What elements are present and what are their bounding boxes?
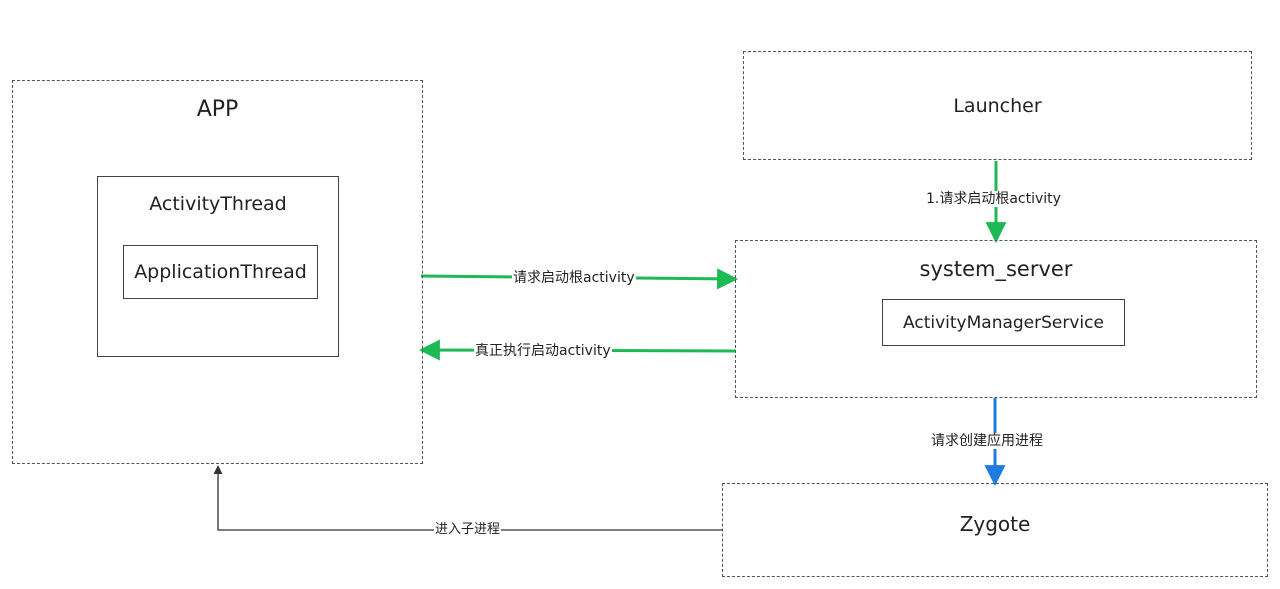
ams-label: ActivityManagerService (903, 312, 1104, 333)
launcher-node: Launcher (743, 51, 1252, 160)
app-node: APP (12, 80, 423, 464)
system-server-label: system_server (919, 257, 1073, 281)
activity-thread-node: ActivityThread (97, 176, 339, 357)
edge-zygote-to-app (213, 465, 722, 531)
application-thread-label: ApplicationThread (134, 261, 307, 283)
edge-label-server-to-app: 真正执行启动activity (474, 343, 612, 359)
application-thread-node: ApplicationThread (123, 245, 318, 299)
edge-label-app-to-server: 请求启动根activity (512, 270, 636, 286)
zygote-label: Zygote (959, 512, 1031, 536)
edge-label-server-to-zygote: 请求创建应用进程 (930, 433, 1044, 449)
edge-label-launcher-to-server: 1.请求启动根activity (925, 191, 1062, 207)
edge-label-zygote-to-app: 进入子进程 (434, 522, 502, 538)
launcher-label: Launcher (953, 94, 1042, 117)
system-server-node: system_server (735, 240, 1257, 398)
zygote-node: Zygote (722, 483, 1268, 577)
activity-thread-label: ActivityThread (149, 193, 287, 215)
ams-node: ActivityManagerService (882, 299, 1125, 346)
app-label: APP (196, 97, 239, 122)
